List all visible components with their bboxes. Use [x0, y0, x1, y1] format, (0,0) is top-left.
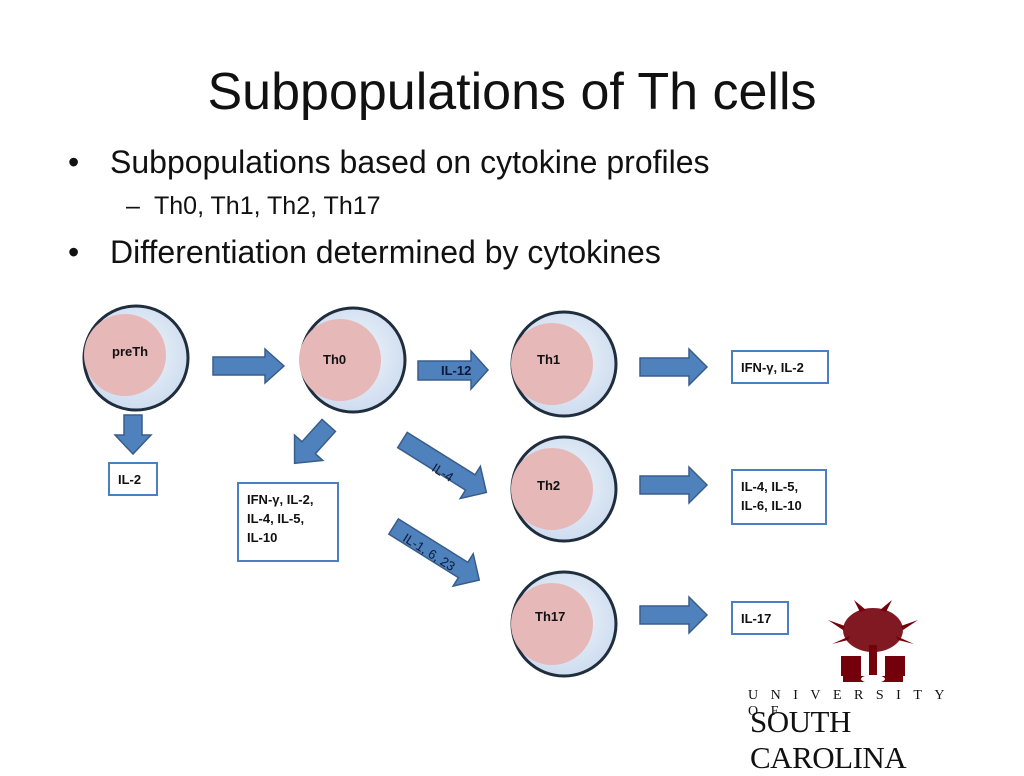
arrow-th0-to-th2: [396, 431, 488, 500]
box-th2-output: IL-4, IL-5, IL-6, IL-10: [731, 469, 827, 525]
box-preth-output: IL-2: [108, 462, 158, 496]
palmetto-tree-icon: [828, 600, 918, 683]
bullet-text: Subpopulations based on cytokine profile…: [110, 144, 710, 180]
cell-Th1: Th1: [510, 310, 618, 418]
arrow-th2-out: [639, 465, 709, 505]
university-logo: UNIVERSITY OF SOUTH CAROLINA: [748, 600, 998, 775]
sub-bullet-item: – Th0, Th1, Th2, Th17: [68, 186, 968, 226]
arrow-th0-down-left: [293, 418, 337, 465]
box-th0-output: IFN-γ, IL-2, IL-4, IL-5, IL-10: [237, 482, 339, 562]
slide-title: Subpopulations of Th cells: [207, 63, 817, 121]
arrow-th17-out: [639, 595, 709, 635]
arrow-label-il12: IL-12: [441, 363, 471, 378]
cell-Th17: Th17: [510, 570, 618, 678]
cell-Th0: Th0: [299, 306, 407, 414]
cell-label-Th17: Th17: [535, 609, 565, 624]
arrow-th0-to-th17: [387, 517, 481, 588]
arrow-preth-to-th0: [212, 347, 286, 385]
cell-label-preTh: preTh: [112, 344, 148, 359]
bullet-list: • Subpopulations based on cytokine profi…: [68, 138, 968, 276]
logo-line-south-carolina: SOUTH CAROLINA: [750, 704, 907, 775]
bullet-item: • Differentiation determined by cytokine…: [68, 228, 968, 276]
arrow-preth-down: [113, 414, 153, 456]
cell-preTh: preTh: [82, 304, 190, 412]
bullet-dot-icon: •: [68, 144, 80, 180]
cell-label-Th1: Th1: [537, 352, 560, 367]
arrow-th0-to-th1: [417, 349, 490, 391]
cell-Th2: Th2: [510, 435, 618, 543]
arrow-th1-out: [639, 347, 709, 387]
cell-label-Th0: Th0: [323, 352, 346, 367]
bullet-dot-icon: •: [68, 234, 80, 270]
bullet-item: • Subpopulations based on cytokine profi…: [68, 138, 968, 186]
sub-bullet-dash-icon: –: [126, 192, 140, 220]
logo-line-university-of: UNIVERSITY OF: [748, 688, 957, 719]
bullet-text: Differentiation determined by cytokines: [110, 234, 661, 270]
sub-bullet-text: Th0, Th1, Th2, Th17: [154, 192, 381, 220]
box-th17-output: IL-17: [731, 601, 789, 635]
box-th1-output: IFN-γ, IL-2: [731, 350, 829, 384]
cell-label-Th2: Th2: [537, 478, 560, 493]
